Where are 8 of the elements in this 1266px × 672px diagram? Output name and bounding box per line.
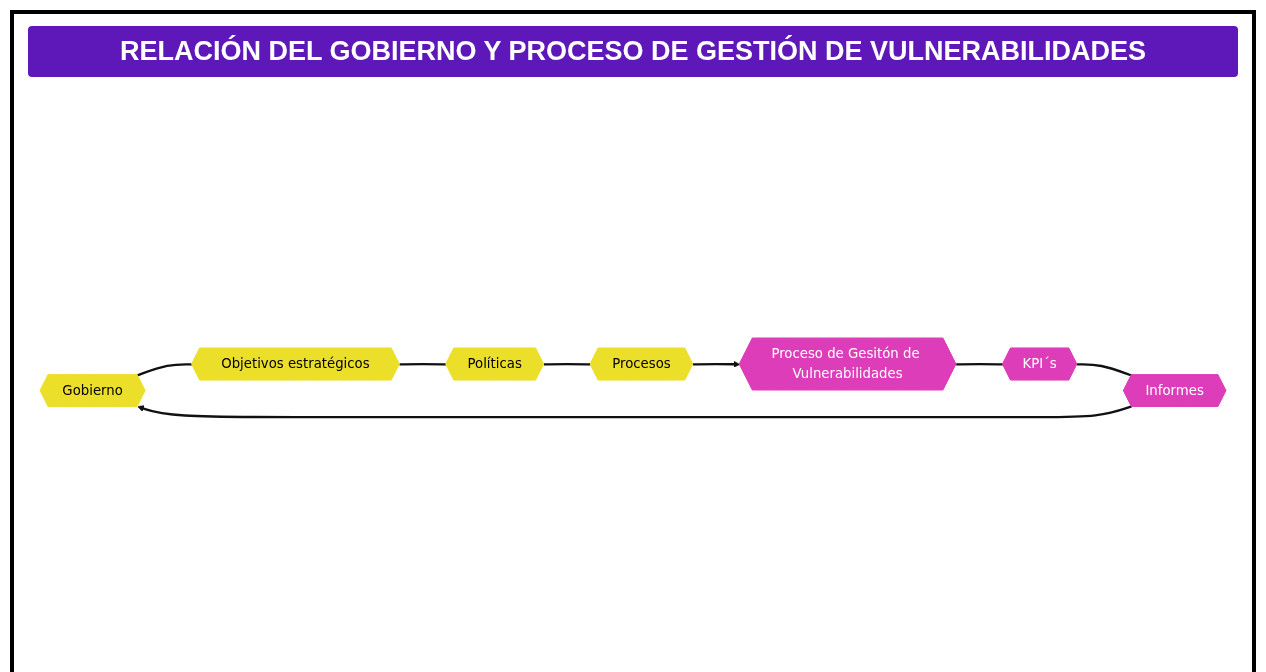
- connector: [543, 363, 591, 366]
- connector: [1077, 363, 1132, 377]
- arrow: [137, 405, 1132, 419]
- connector: [956, 363, 1004, 366]
- connector: [399, 363, 447, 366]
- title-banner: RELACIÓN DEL GOBIERNO Y PROCESO DE GESTIÓN DE VULNERABILIDADES: [28, 26, 1238, 77]
- arrow: [693, 361, 741, 369]
- connector: [137, 363, 193, 377]
